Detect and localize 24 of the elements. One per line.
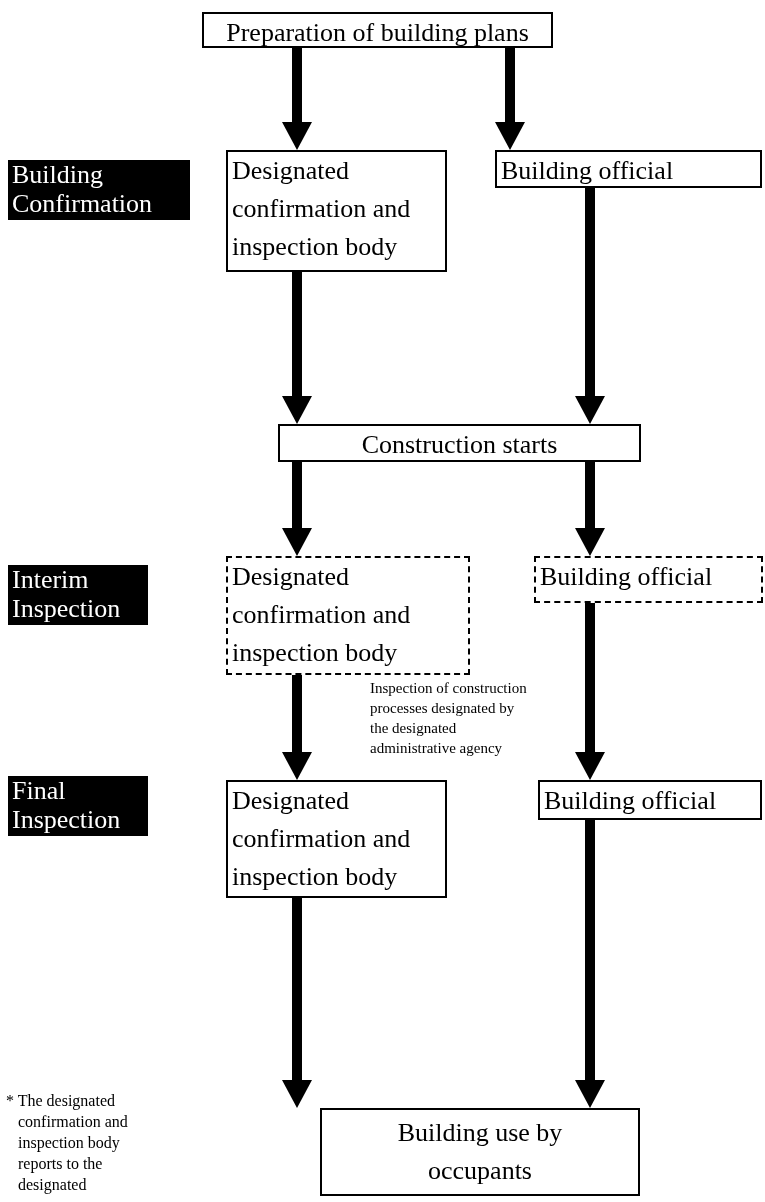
process-box: Designated confirmation and inspection body bbox=[226, 780, 447, 898]
arrow bbox=[282, 48, 312, 150]
process-box: Building use by occupants bbox=[320, 1108, 640, 1196]
process-box: Building official bbox=[495, 150, 762, 188]
process-box: Construction starts bbox=[278, 424, 641, 462]
arrow bbox=[282, 272, 312, 424]
arrow bbox=[575, 603, 605, 780]
stage-label: Interim Inspection bbox=[8, 565, 148, 625]
arrow bbox=[575, 462, 605, 556]
process-box: Building official bbox=[538, 780, 762, 820]
arrow bbox=[282, 898, 312, 1108]
process-box: Designated confirmation and inspection body bbox=[226, 150, 447, 272]
arrow bbox=[575, 820, 605, 1108]
arrow bbox=[282, 462, 312, 556]
arrow bbox=[575, 188, 605, 424]
footnote: * The designated confirmation and inspection body reports to the designated bbox=[6, 1091, 129, 1195]
edge-label: Inspection of construction processes designated by the designated administrative agency bbox=[370, 679, 528, 758]
stage-label: Building Confirmation bbox=[8, 160, 190, 220]
process-box: Building official bbox=[534, 556, 763, 603]
stage-label: Final Inspection bbox=[8, 776, 148, 836]
process-box: Preparation of building plans bbox=[202, 12, 553, 48]
process-box: Designated confirmation and inspection body bbox=[226, 556, 470, 675]
arrow bbox=[495, 48, 525, 150]
arrow bbox=[282, 675, 312, 780]
